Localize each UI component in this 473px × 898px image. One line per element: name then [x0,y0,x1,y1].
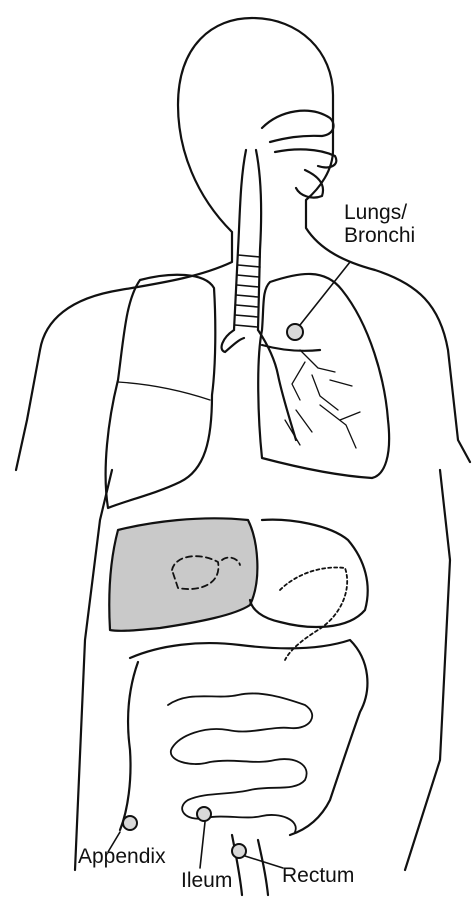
ileum-label: Ileum [181,870,232,893]
stomach [250,520,368,627]
lungs-marker [287,324,303,340]
appendix-marker [123,816,137,830]
trachea-rings [235,255,260,327]
large-intestine [120,640,367,835]
appendix-label: Appendix [78,846,166,869]
nasal-cavity [262,111,336,198]
trachea [234,150,261,330]
ileum-leader-line [200,822,205,868]
lungs-leader-line [300,262,350,325]
ileum-marker [197,807,211,821]
rectum-marker [232,844,246,858]
pancreas-outline [280,567,347,660]
bronchial-tree [285,350,360,448]
lungs-label-line2: Bronchi [344,225,415,248]
small-intestine [168,693,312,832]
lungs-label-line1: Lungs/ [344,202,415,225]
body-outline [16,18,470,870]
lungs-bronchi-label: Lungs/ Bronchi [344,202,415,247]
rectum-label: Rectum [282,865,354,888]
left-lung-inner [118,382,210,400]
left-lung [106,275,216,508]
liver [109,518,257,631]
